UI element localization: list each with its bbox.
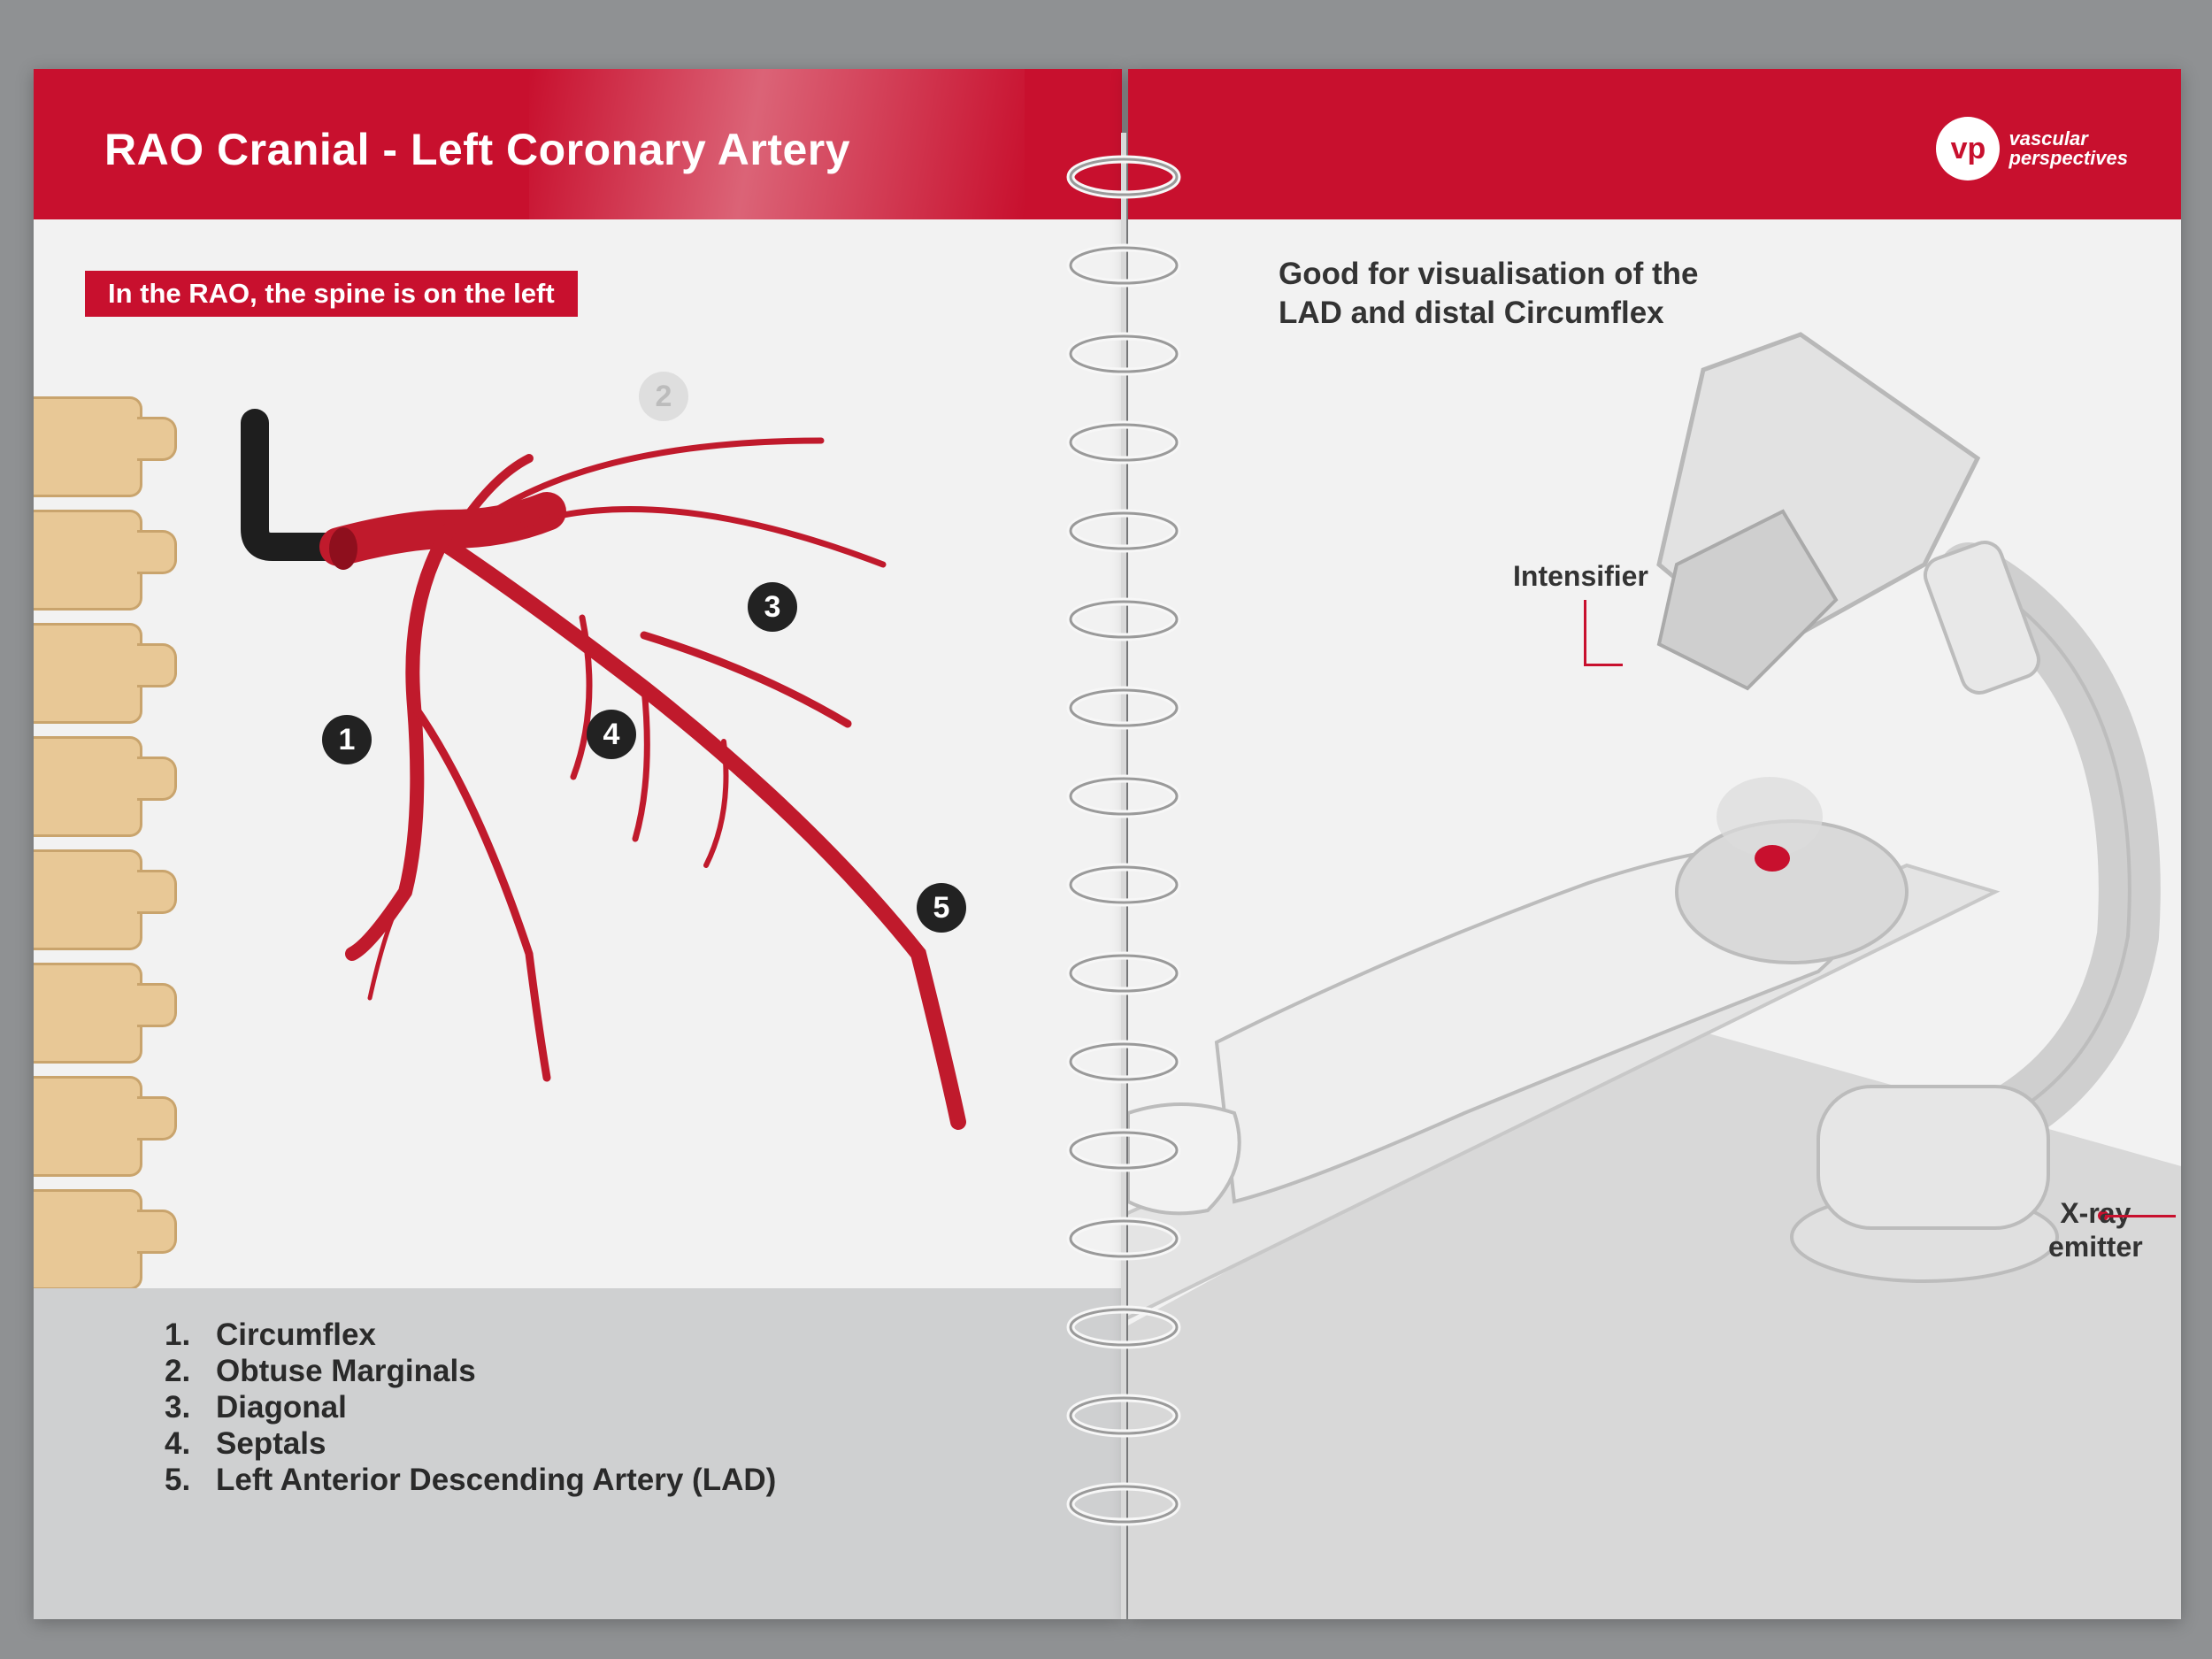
spiral-binding-rings — [0, 0, 2212, 1659]
